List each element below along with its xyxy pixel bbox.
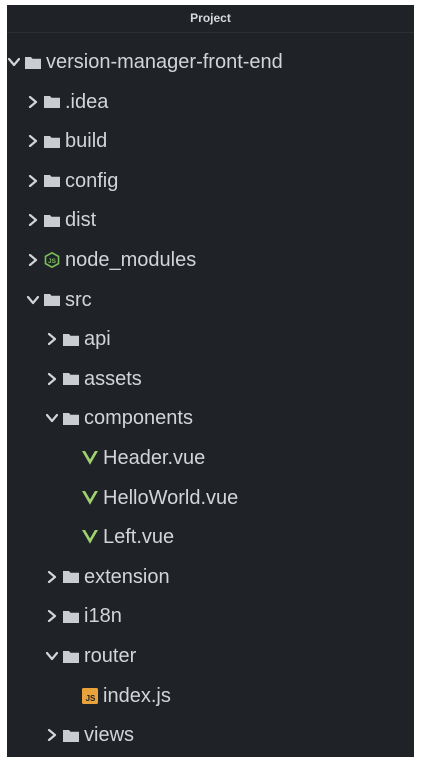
- tree-item-label: i18n: [84, 605, 122, 628]
- tree-folder-src[interactable]: src: [7, 285, 414, 315]
- folder-icon: [63, 371, 79, 387]
- tree-folder-views[interactable]: views: [7, 720, 414, 750]
- folder-icon: [44, 94, 60, 110]
- file-tree: version-manager-front-end .idea build confi…: [7, 33, 414, 753]
- chevron-down-icon[interactable]: [26, 291, 40, 309]
- tree-item-label: api: [84, 328, 111, 351]
- folder-icon: [25, 54, 41, 70]
- tree-item-label: .idea: [65, 90, 109, 113]
- folder-icon: [44, 292, 60, 308]
- chevron-right-icon[interactable]: [26, 251, 40, 269]
- tree-item-label: version-manager-front-end: [46, 51, 283, 73]
- tree-item-label: views: [84, 724, 135, 747]
- tree-file-left-vue[interactable]: Left.vue: [7, 522, 414, 552]
- folder-icon: [63, 608, 79, 624]
- tree-item-label: index.js: [103, 684, 171, 707]
- tree-folder-node-modules[interactable]: JS node_modules: [7, 245, 414, 275]
- tree-item-label: config: [65, 169, 119, 192]
- vue-icon: [82, 529, 98, 545]
- svg-text:JS: JS: [86, 694, 96, 703]
- tree-file-header-vue[interactable]: Header.vue: [7, 443, 414, 473]
- tree-folder-build[interactable]: build: [7, 126, 414, 156]
- tree-folder-config[interactable]: config: [7, 166, 414, 196]
- chevron-right-icon[interactable]: [26, 172, 40, 190]
- tree-folder-extension[interactable]: extension: [7, 562, 414, 592]
- chevron-right-icon[interactable]: [45, 726, 59, 744]
- tree-spacer: [64, 489, 78, 507]
- chevron-right-icon[interactable]: [45, 568, 59, 586]
- tree-item-label: components: [84, 407, 193, 430]
- tree-item-label: extension: [84, 565, 170, 588]
- panel-title: Project: [7, 5, 414, 33]
- folder-icon: [44, 212, 60, 228]
- svg-text:JS: JS: [48, 258, 57, 265]
- js-file-icon: JS: [82, 687, 98, 704]
- project-panel: Project version-manager-front-end .idea bu…: [7, 5, 414, 757]
- tree-file-helloworld-vue[interactable]: HelloWorld.vue: [7, 483, 414, 513]
- folder-icon: [44, 173, 60, 189]
- folder-icon: [63, 569, 79, 585]
- tree-folder-i18n[interactable]: i18n: [7, 601, 414, 631]
- chevron-right-icon[interactable]: [45, 607, 59, 625]
- tree-item-label: build: [65, 130, 108, 153]
- tree-spacer: [64, 449, 78, 467]
- chevron-right-icon[interactable]: [26, 132, 40, 150]
- chevron-down-icon[interactable]: [45, 409, 59, 427]
- tree-folder-components[interactable]: components: [7, 403, 414, 433]
- chevron-right-icon[interactable]: [26, 211, 40, 229]
- tree-folder-version-manager-front-end[interactable]: version-manager-front-end: [7, 47, 414, 77]
- tree-spacer: [64, 528, 78, 546]
- tree-item-label: HelloWorld.vue: [103, 486, 239, 509]
- tree-folder-idea[interactable]: .idea: [7, 87, 414, 117]
- tree-item-label: dist: [65, 209, 97, 232]
- tree-item-label: router: [84, 645, 137, 667]
- tree-item-label: Header.vue: [103, 447, 206, 469]
- chevron-right-icon[interactable]: [45, 370, 59, 388]
- folder-icon: [63, 727, 79, 743]
- vue-icon: [82, 490, 98, 506]
- tree-folder-assets[interactable]: assets: [7, 364, 414, 394]
- tree-folder-api[interactable]: api: [7, 324, 414, 354]
- tree-folder-dist[interactable]: dist: [7, 205, 414, 235]
- folder-icon: [63, 648, 79, 664]
- tree-item-label: node_modules: [65, 249, 197, 271]
- chevron-down-icon[interactable]: [7, 53, 21, 71]
- tree-file-index-js[interactable]: JS index.js: [7, 681, 414, 711]
- tree-folder-router[interactable]: router: [7, 641, 414, 671]
- tree-spacer: [64, 687, 78, 705]
- folder-icon: [44, 133, 60, 149]
- tree-item-label: assets: [84, 367, 142, 390]
- chevron-right-icon[interactable]: [26, 93, 40, 111]
- chevron-right-icon[interactable]: [45, 330, 59, 348]
- folder-icon: [63, 410, 79, 426]
- folder-icon: [63, 331, 79, 347]
- nodejs-icon: JS: [44, 252, 60, 268]
- chevron-down-icon[interactable]: [45, 647, 59, 665]
- tree-item-label: src: [65, 288, 92, 311]
- vue-icon: [82, 450, 98, 466]
- tree-item-label: Left.vue: [103, 526, 175, 549]
